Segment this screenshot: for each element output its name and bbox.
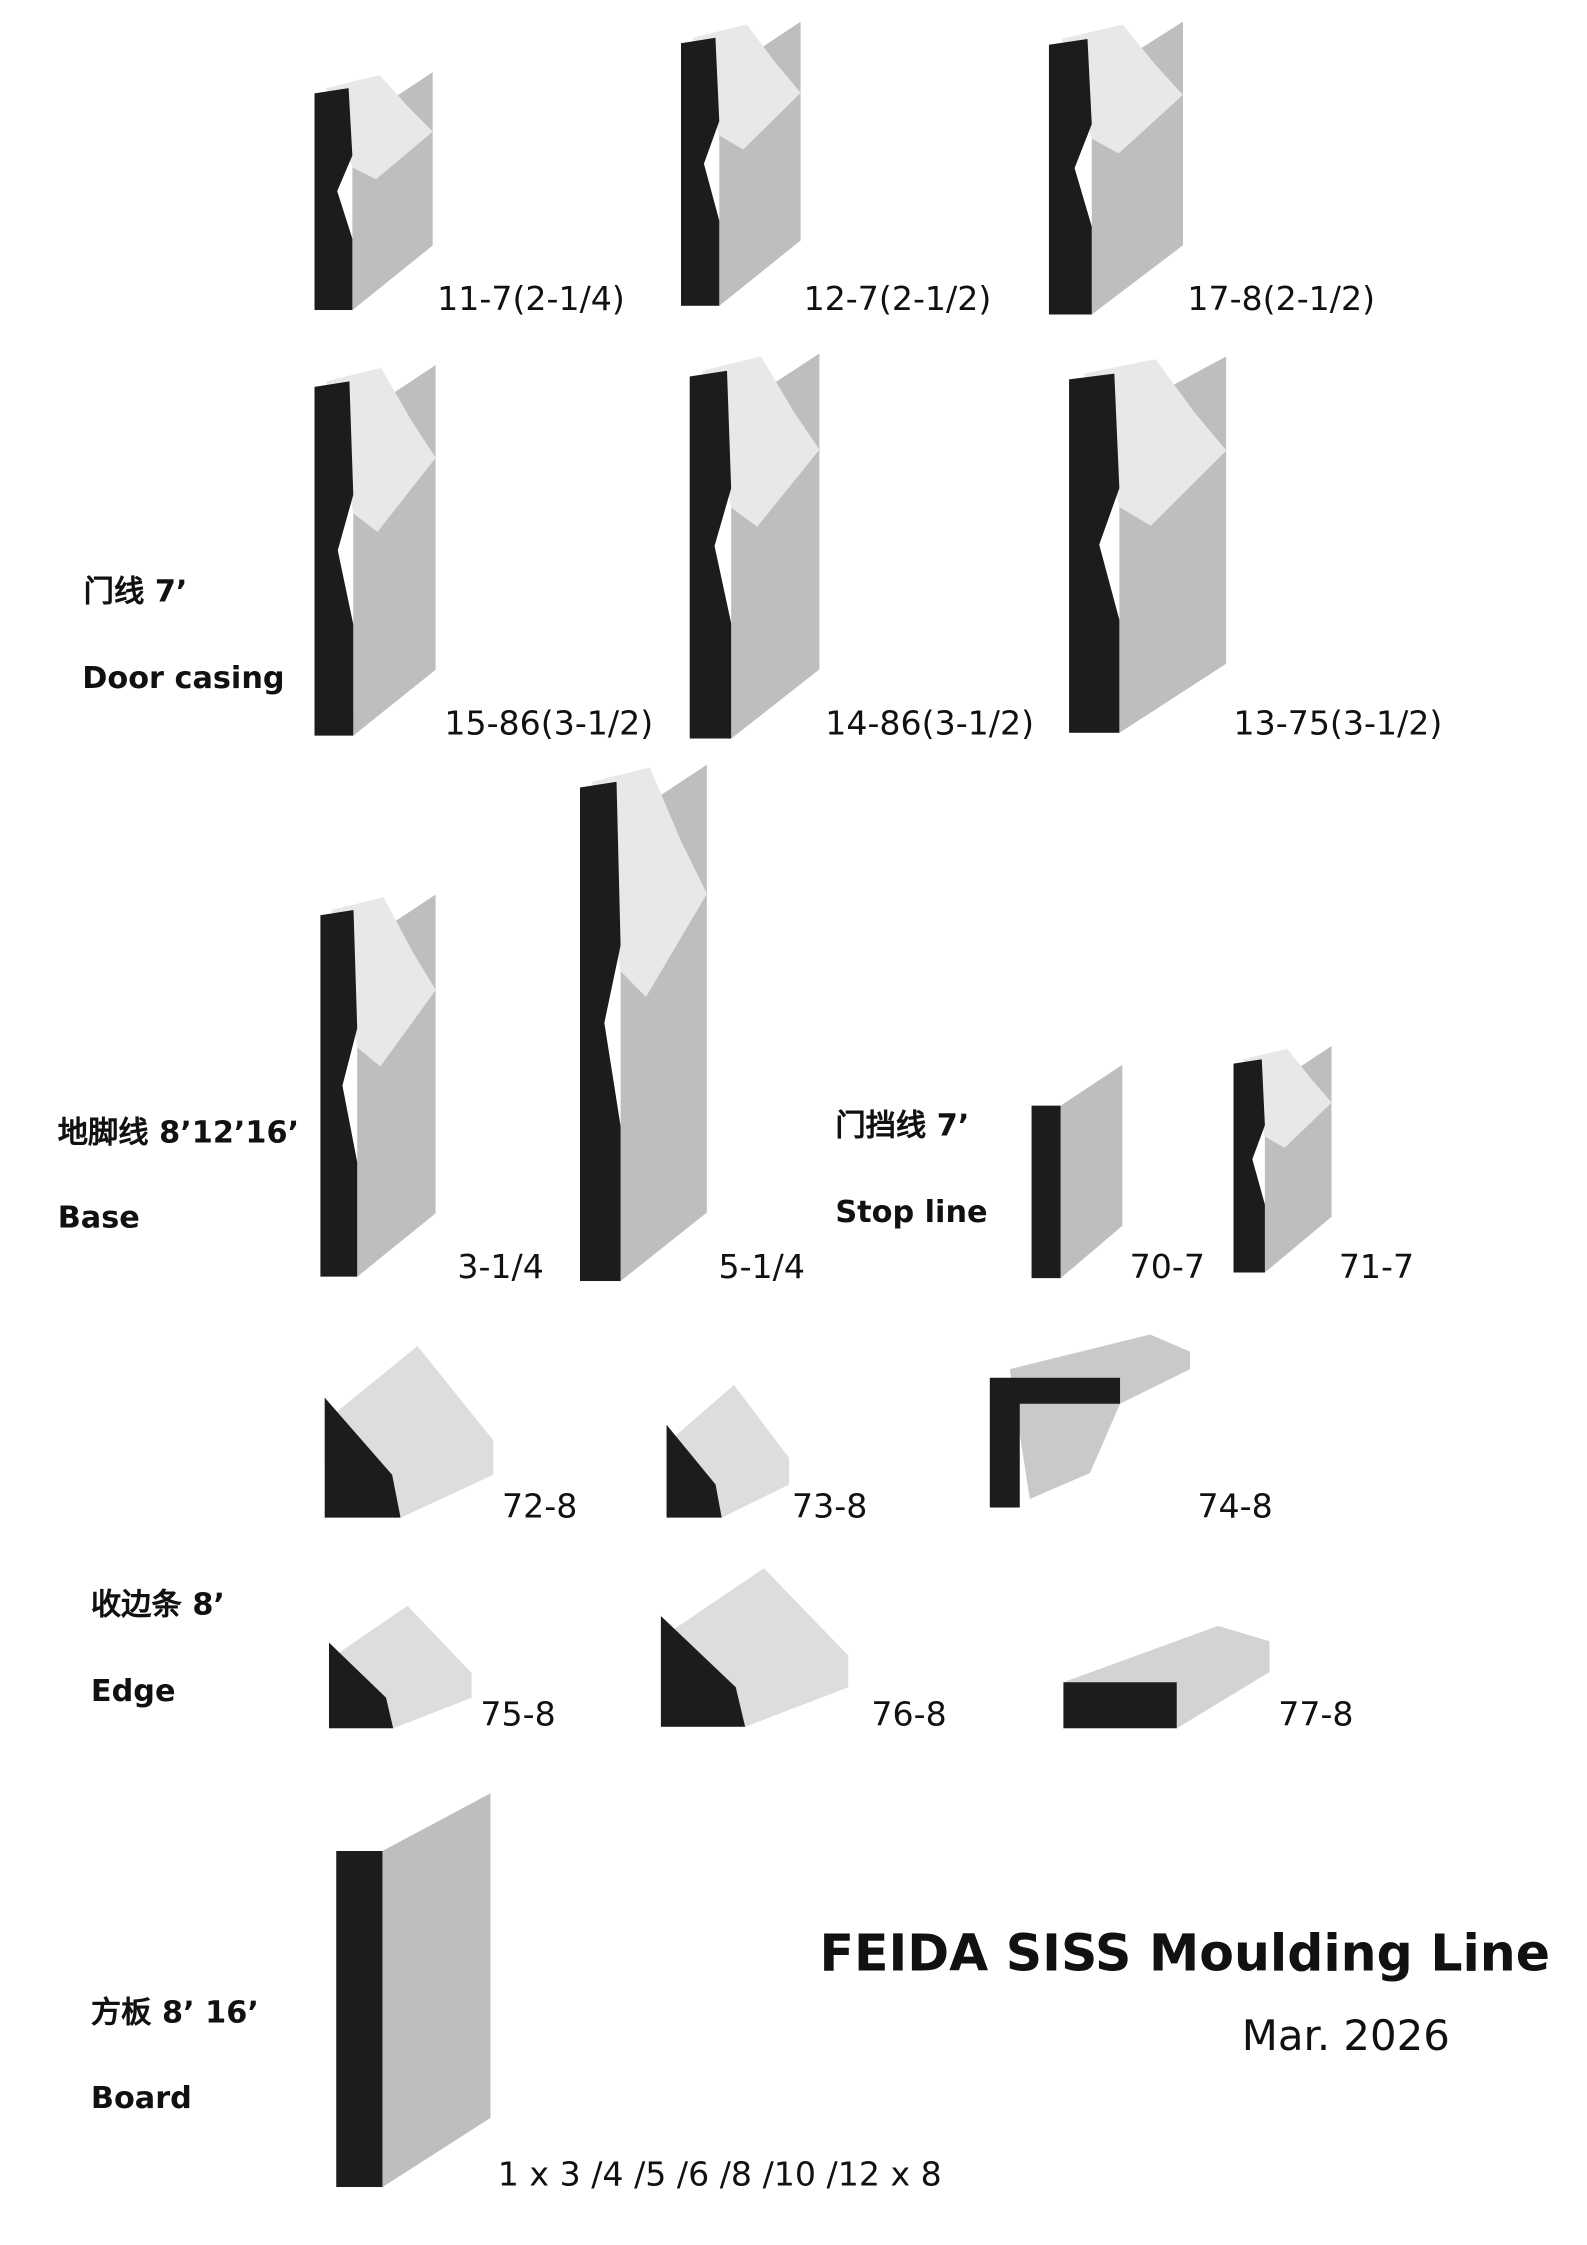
moulding-profile-image [680, 21, 801, 306]
side-face [382, 1793, 491, 2188]
front-face [314, 381, 354, 736]
catalog-date: Mar. 2026 [1241, 2011, 1450, 2061]
section-door-casing-en: Door casing [82, 660, 285, 696]
top-profile [1061, 24, 1184, 154]
side-face [1009, 1334, 1191, 1499]
product-code-label: 75-8 [480, 1696, 556, 1735]
top-profile [702, 356, 820, 527]
catalog-title: FEIDA SISS Moulding Line [819, 1926, 1551, 1984]
top-profile [692, 24, 801, 150]
section-base-en: Base [57, 1200, 140, 1235]
front-face [336, 1850, 383, 2188]
product-code-label: 72-8 [502, 1488, 578, 1527]
moulding-profile-image [1233, 1045, 1332, 1273]
moulding-profile-image [689, 353, 820, 739]
front-face [579, 781, 621, 1282]
front-face [320, 910, 358, 1277]
front-face [324, 1397, 401, 1518]
moulding-profile-image [1063, 1625, 1270, 1729]
moulding-profile-image [1048, 21, 1184, 315]
moulding-profile-image [324, 1346, 494, 1518]
front-face [680, 37, 720, 306]
section-board-en: Board [90, 2080, 192, 2115]
product-code-label: 15-86(3-1/2) [444, 705, 654, 743]
front-face [1048, 38, 1092, 315]
section-edge-en: Edge [90, 1673, 176, 1709]
product-code-label: 17-8(2-1/2) [1187, 281, 1376, 319]
top-profile [1084, 359, 1227, 526]
front-face [1063, 1682, 1177, 1729]
front-face [1031, 1105, 1061, 1279]
front-face [660, 1615, 746, 1727]
product-code-label: 3-1/4 [457, 1249, 544, 1287]
top-profile [325, 75, 433, 180]
front-face [666, 1424, 722, 1518]
product-code-label: 70-7 [1129, 1249, 1205, 1287]
top-profile [592, 767, 707, 998]
front-face [328, 1642, 394, 1729]
front-face [1069, 373, 1120, 733]
moulding-profile-image [1069, 356, 1227, 733]
product-code-label: 12-7(2-1/2) [803, 281, 992, 319]
section-door-casing-cn: 门线 7’ [83, 574, 188, 609]
product-code-label: 14-86(3-1/2) [825, 705, 1035, 743]
section-board-cn: 方板 8’ 16’ [90, 1995, 259, 2030]
product-code-label: 5-1/4 [718, 1249, 805, 1287]
moulding-profile-image [1031, 1064, 1123, 1279]
front-face [689, 370, 732, 739]
moulding-profile-image [666, 1384, 790, 1518]
front-face [1233, 1059, 1265, 1273]
moulding-profile-image [328, 1605, 472, 1729]
moulding-profile-image [579, 764, 707, 1282]
front-face [989, 1377, 1121, 1508]
product-code-label: 13-75(3-1/2) [1233, 705, 1443, 743]
section-stop-line-en: Stop line [835, 1194, 988, 1230]
product-code-label: 1 x 3 /4 /5 /6 /8 /10 /12 x 8 [497, 2156, 942, 2195]
moulding-profile-image [314, 365, 436, 736]
moulding-profile-image [989, 1334, 1191, 1508]
product-code-label: 71-7 [1338, 1249, 1415, 1287]
product-code-label: 11-7(2-1/4) [437, 281, 625, 319]
moulding-profile-image [320, 894, 436, 1277]
front-face [314, 88, 353, 311]
top-profile [331, 897, 436, 1067]
section-base-cn: 地脚线 8’12’16’ [57, 1115, 300, 1150]
side-face [1060, 1064, 1123, 1279]
product-code-label: 76-8 [871, 1696, 947, 1735]
moulding-profile-image [660, 1568, 849, 1727]
moulding-profile-image [314, 72, 433, 311]
product-code-label: 73-8 [792, 1488, 868, 1527]
top-profile [1242, 1048, 1332, 1148]
product-code-label: 77-8 [1278, 1696, 1354, 1735]
product-code-label: 74-8 [1197, 1488, 1273, 1527]
moulding-profile-image [336, 1793, 491, 2188]
section-edge-cn: 收边条 8’ [90, 1586, 225, 1622]
section-stop-line-cn: 门挡线 7’ [835, 1107, 970, 1143]
top-profile [326, 367, 436, 532]
